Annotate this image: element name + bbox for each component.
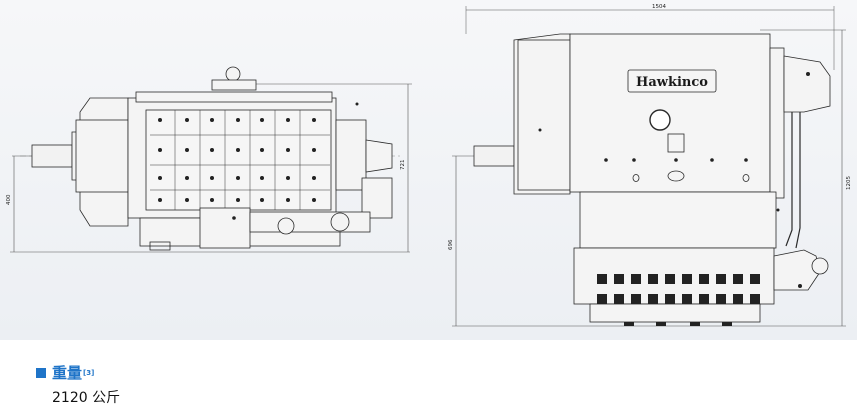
weight-value: 2120 公斤 — [52, 390, 121, 406]
weight-title: 重量 — [52, 364, 83, 382]
right-view-bolts — [538, 72, 810, 326]
hawkinco-logo: Hawkinco — [636, 75, 708, 90]
left-dim-721: 721 — [400, 160, 406, 171]
right-dim-1504: 1504 — [652, 4, 666, 10]
weight-spec: 重量[3] 2120 公斤 — [14, 362, 120, 407]
pump-front-view-drawing: Hawkinco 1504 1205 696 — [448, 4, 852, 327]
weight-heading: 重量[3] — [14, 362, 120, 383]
left-dim-400: 400 — [6, 194, 12, 205]
bullet-square-icon — [36, 367, 46, 378]
right-dim-1205: 1205 — [846, 176, 852, 190]
footnote-link[interactable]: [3] — [83, 368, 95, 377]
right-dim-696: 696 — [448, 239, 454, 250]
pump-side-view-drawing: 400 721 — [6, 66, 412, 253]
left-view-bolts — [158, 102, 359, 220]
